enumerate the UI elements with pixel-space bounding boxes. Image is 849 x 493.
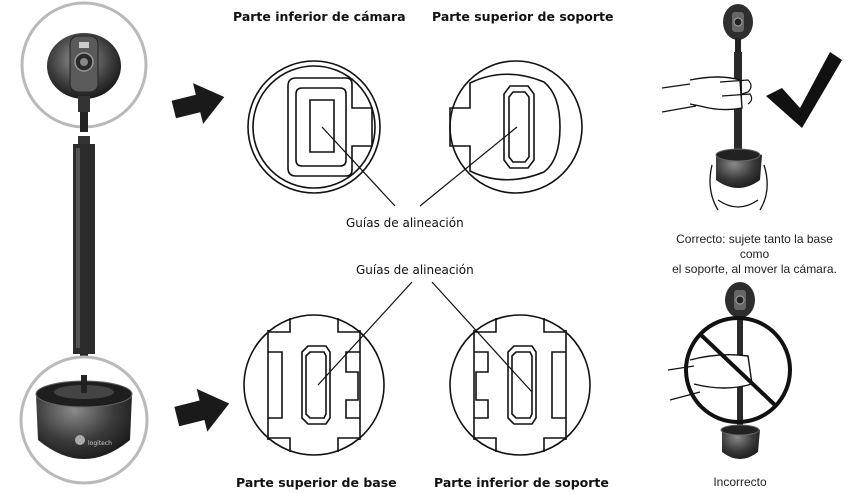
label-stand-top: Parte superior de soporte: [432, 9, 614, 24]
camera-bottom-diagram: [247, 60, 381, 194]
label-camera-bottom: Parte inferior de cámara: [233, 9, 406, 24]
arrow-right-icon: [174, 388, 230, 432]
caption-correct: Correcto: sujete tanto la base como el s…: [660, 232, 849, 277]
base-zoom: logitech: [19, 355, 149, 485]
label-base-top: Parte superior de base: [236, 475, 397, 490]
alignment-leader-lines-lower: [317, 281, 533, 393]
prohibited-icon: [684, 316, 792, 424]
label-alignment-guides-upper: Guías de alineación: [346, 216, 464, 230]
label-alignment-guides-lower: Guías de alineación: [356, 263, 474, 277]
label-stand-bottom: Parte inferior de soporte: [434, 475, 609, 490]
alignment-leader-lines-upper: [321, 126, 518, 207]
camera-head-zoom: [20, 1, 148, 129]
caption-incorrect: Incorrecto: [713, 475, 767, 489]
caption-correct-line1: Correcto: sujete tanto la base como: [676, 232, 833, 261]
caption-correct-line2: el soporte, al mover la cámara.: [672, 262, 837, 276]
stand-top-diagram: [449, 60, 583, 194]
incorrect-usage-illustration: [667, 282, 760, 459]
correct-usage-illustration: [661, 4, 768, 211]
arrow-right-icon: [171, 83, 225, 124]
svg-text:logitech: logitech: [88, 440, 112, 447]
base-top-diagram: [243, 314, 385, 456]
stand-bottom-diagram: [449, 314, 591, 456]
checkmark-icon: [766, 52, 842, 128]
stand-pole: [73, 112, 95, 382]
